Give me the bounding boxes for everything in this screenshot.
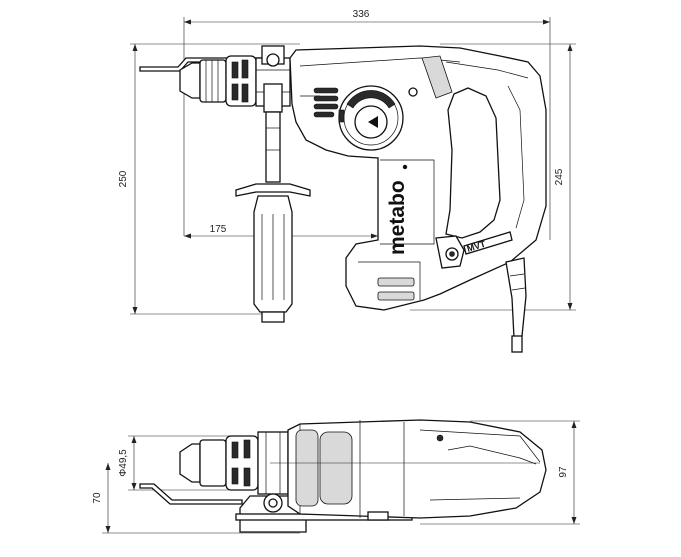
dim-body-height: 245 (410, 43, 576, 311)
top-body (270, 419, 547, 521)
vent-slots (313, 87, 339, 118)
side-view: 336 250 245 175 (118, 9, 576, 353)
dim-overall-length: 336 (183, 9, 551, 240)
dim-collar-diameter-label: Φ49,5 (118, 449, 129, 477)
brand-dot (402, 164, 408, 170)
dim-height-with-handle: 250 (118, 43, 300, 315)
mode-selector-dial[interactable] (338, 85, 404, 151)
dim-handle-side-offset-label: 70 (92, 492, 103, 504)
dim-height-with-handle-label: 250 (118, 170, 129, 187)
handle-collar (255, 45, 291, 113)
top-depth-stop-rod (139, 483, 243, 505)
dim-overall-length-label: 336 (353, 9, 370, 20)
top-indicator-dot (436, 434, 444, 442)
auxiliary-handle (235, 111, 311, 323)
dim-handle-offset-label: 175 (210, 224, 227, 235)
dim-handle-side-offset: 70 (92, 463, 300, 534)
top-view: 97 Φ49,5 70 (92, 419, 580, 534)
dim-body-width-label: 97 (558, 466, 569, 478)
dim-body-width: 97 (420, 420, 580, 525)
power-cord (505, 257, 527, 353)
top-handle-collar (235, 431, 413, 533)
brand-logo-text: metabo (386, 180, 409, 255)
top-sds-chuck (179, 435, 259, 491)
dim-collar-diameter: Φ49,5 (118, 435, 240, 491)
dial-arrow-icon (368, 116, 378, 128)
indicator-lamp (408, 87, 418, 97)
dim-body-height-label: 245 (554, 168, 565, 185)
sds-chuck (179, 55, 257, 107)
